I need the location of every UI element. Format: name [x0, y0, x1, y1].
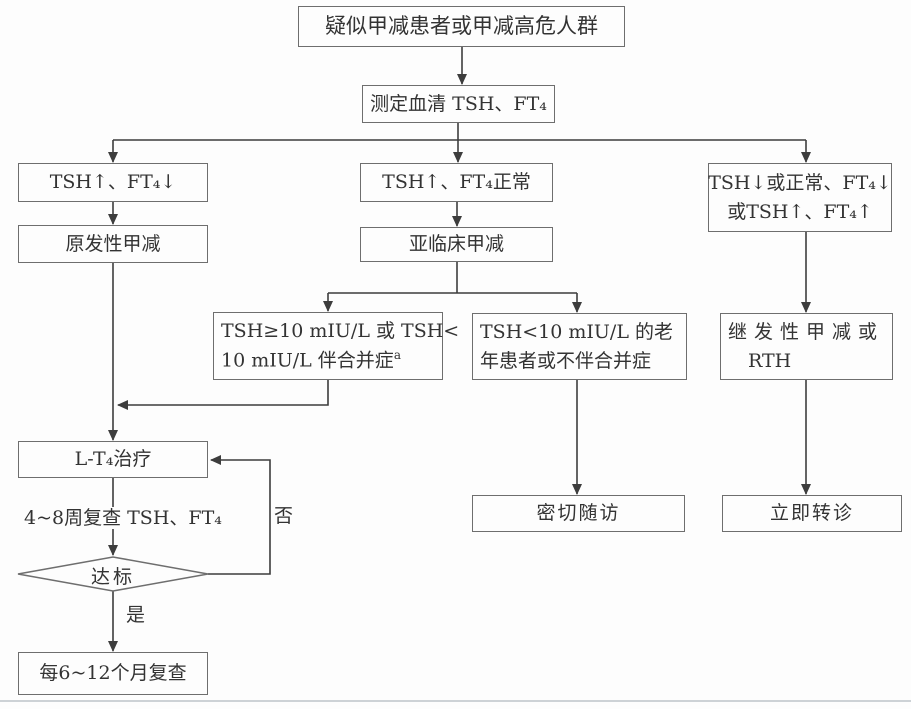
node-tsh-ge-10-line1: TSH≥10 mIU/L 或 TSH< — [221, 320, 460, 343]
node-tsh-down-line2: 或TSH↑、FT₄↑ — [727, 200, 873, 223]
node-tsh-up-ft4-down: TSH↑、FT₄↓ — [18, 163, 208, 202]
node-tsh-down-or-normal: TSH↓或正常、FT₄↓ 或TSH↑、FT₄↑ — [708, 163, 892, 232]
node-tsh-ge-10: TSH≥10 mIU/L 或 TSH< 10 mIU/L 伴合并症a — [213, 312, 459, 380]
label-yes: 是 — [126, 604, 146, 626]
connector-tsh-ge10-to-lt4 — [117, 380, 329, 410]
decision-target-label: 达标 — [90, 566, 135, 588]
node-tsh-lt-10-line2: 年患者或不伴合并症 — [480, 349, 652, 372]
node-measure-serum: 测定血清 TSH、FT₄ — [362, 85, 555, 123]
node-start: 疑似甲减患者或甲减高危人群 — [298, 6, 625, 47]
node-subclinical-hypothyroidism: 亚临床甲减 — [360, 227, 553, 262]
node-secondary-hypothyroidism-rth: 继发性甲减或 RTH — [720, 313, 893, 380]
node-immediate-referral: 立即转诊 — [722, 495, 902, 532]
node-tsh-lt-10-elderly: TSH<10 mIU/L 的老 年患者或不伴合并症 — [472, 313, 687, 380]
node-primary-hypothyroidism: 原发性甲减 — [18, 225, 208, 263]
label-recheck-4-8-weeks: 4~8周复查 TSH、FT₄ — [24, 507, 222, 529]
node-tsh-lt-10-line1: TSH<10 mIU/L 的老 — [480, 321, 673, 343]
node-tsh-ge-10-line2-text: 10 mIU/L 伴合并症 — [221, 349, 394, 372]
node-secondary-line2: RTH — [748, 349, 792, 372]
node-recheck-6-12-months: 每6~12个月复查 — [18, 652, 208, 695]
node-lt4-therapy: L-T₄治疗 — [18, 441, 208, 478]
node-tsh-ge-10-line2: 10 mIU/L 伴合并症a — [221, 346, 401, 375]
footnote-a-marker: a — [393, 347, 401, 362]
node-close-followup: 密切随访 — [472, 495, 685, 532]
node-secondary-line1: 继发性甲减或 — [728, 321, 885, 343]
node-tsh-down-line1: TSH↓或正常、FT₄↓ — [708, 172, 892, 194]
label-no: 否 — [274, 505, 294, 527]
node-tsh-up-ft4-normal: TSH↑、FT₄正常 — [360, 163, 553, 202]
